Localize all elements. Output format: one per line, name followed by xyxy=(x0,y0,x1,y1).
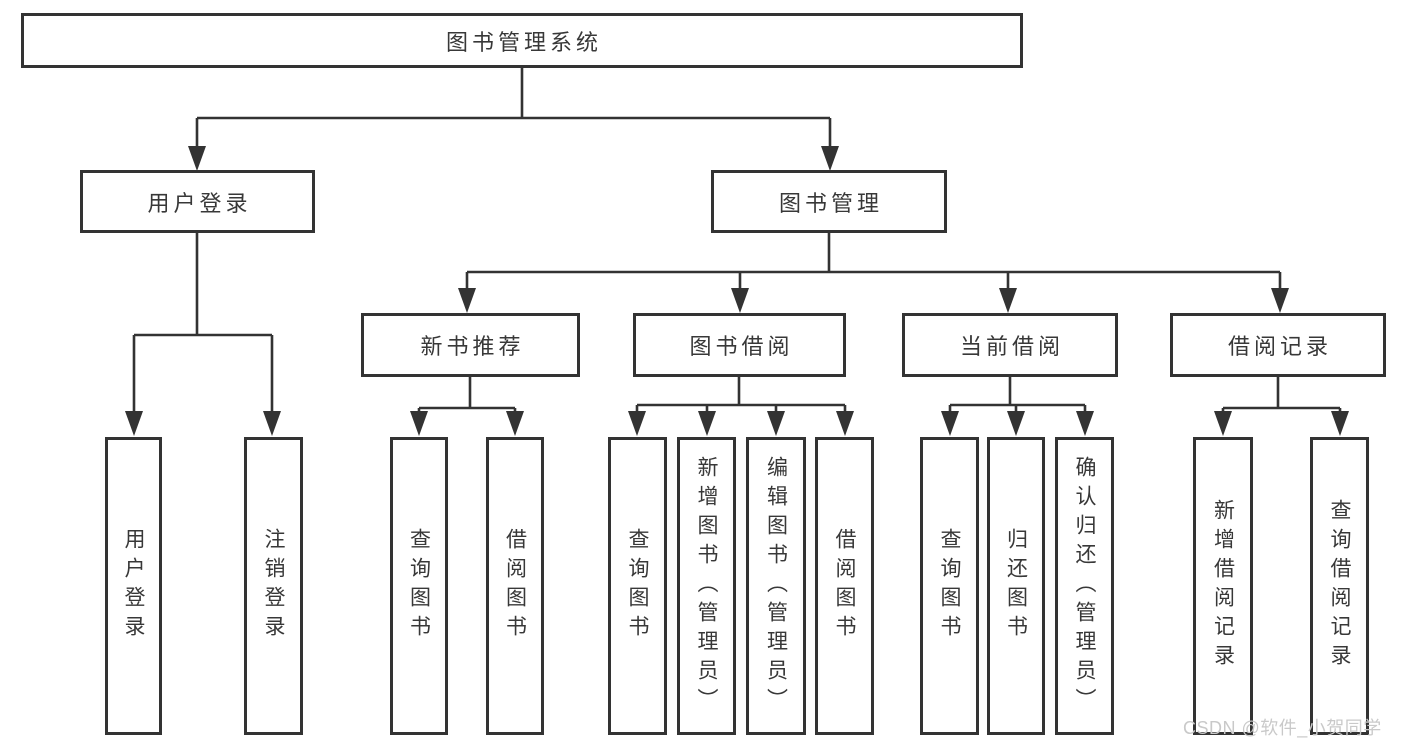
leaf-return-book: 归还图书 xyxy=(987,437,1045,735)
node-user-login: 用户登录 xyxy=(80,170,315,233)
leaf-add-borrow-record-label: 新增借阅记录 xyxy=(1211,499,1235,673)
leaf-recommend-query-book-label: 查询图书 xyxy=(407,528,431,644)
branch-root xyxy=(188,68,839,171)
csdn-watermark: CSDN @软件_小贺同学 xyxy=(1183,718,1382,738)
leaf-current-query-book-label: 查询图书 xyxy=(938,528,961,644)
branch-current-borrow xyxy=(941,377,1094,436)
node-current-borrow: 当前借阅 xyxy=(902,313,1118,377)
node-borrow-records-label: 借阅记录 xyxy=(1227,334,1332,359)
branch-user-login xyxy=(125,233,281,436)
branch-new-book-recommend xyxy=(410,377,524,436)
node-new-book-recommend-label: 新书推荐 xyxy=(420,334,525,359)
leaf-add-borrow-record: 新增借阅记录 xyxy=(1193,437,1253,735)
leaf-borrow-borrow-book: 借阅图书 xyxy=(815,437,874,735)
leaf-recommend-query-book: 查询图书 xyxy=(390,437,448,735)
node-book-borrow: 图书借阅 xyxy=(633,313,846,377)
leaf-recommend-borrow-book-label: 借阅图书 xyxy=(503,528,527,644)
leaf-edit-book-admin: 编辑图书（管理员） xyxy=(746,437,806,735)
leaf-borrow-borrow-book-label: 借阅图书 xyxy=(833,528,856,644)
leaf-add-book-admin-label: 新增图书（管理员） xyxy=(695,455,718,717)
node-root-system: 图书管理系统 xyxy=(21,13,1023,68)
leaf-add-book-admin: 新增图书（管理员） xyxy=(677,437,736,735)
branch-book-borrow xyxy=(628,377,854,436)
node-book-borrow-label: 图书借阅 xyxy=(689,334,794,359)
leaf-user-login: 用户登录 xyxy=(105,437,162,735)
leaf-borrow-query-book-label: 查询图书 xyxy=(626,528,649,644)
node-book-management-label: 图书管理 xyxy=(778,190,883,216)
node-borrow-records: 借阅记录 xyxy=(1170,313,1386,377)
leaf-borrow-query-book: 查询图书 xyxy=(608,437,667,735)
node-new-book-recommend: 新书推荐 xyxy=(361,313,580,377)
leaf-recommend-borrow-book: 借阅图书 xyxy=(486,437,544,735)
node-book-management: 图书管理 xyxy=(711,170,947,233)
branch-borrow-records xyxy=(1214,377,1349,436)
leaf-confirm-return-admin-label: 确认归还（管理员） xyxy=(1073,455,1096,717)
leaf-logout: 注销登录 xyxy=(244,437,303,735)
leaf-current-query-book: 查询图书 xyxy=(920,437,979,735)
leaf-edit-book-admin-label: 编辑图书（管理员） xyxy=(764,455,788,717)
node-root-system-label: 图书管理系统 xyxy=(445,29,602,55)
node-user-login-label: 用户登录 xyxy=(147,190,252,216)
leaf-confirm-return-admin: 确认归还（管理员） xyxy=(1055,437,1114,735)
node-current-borrow-label: 当前借阅 xyxy=(959,334,1064,359)
leaf-query-borrow-record: 查询借阅记录 xyxy=(1310,437,1369,735)
leaf-return-book-label: 归还图书 xyxy=(1004,528,1028,644)
leaf-logout-label: 注销登录 xyxy=(262,528,285,644)
leaf-query-borrow-record-label: 查询借阅记录 xyxy=(1328,499,1351,673)
leaf-user-login-label: 用户登录 xyxy=(122,528,145,644)
branch-book-management xyxy=(458,233,1289,313)
